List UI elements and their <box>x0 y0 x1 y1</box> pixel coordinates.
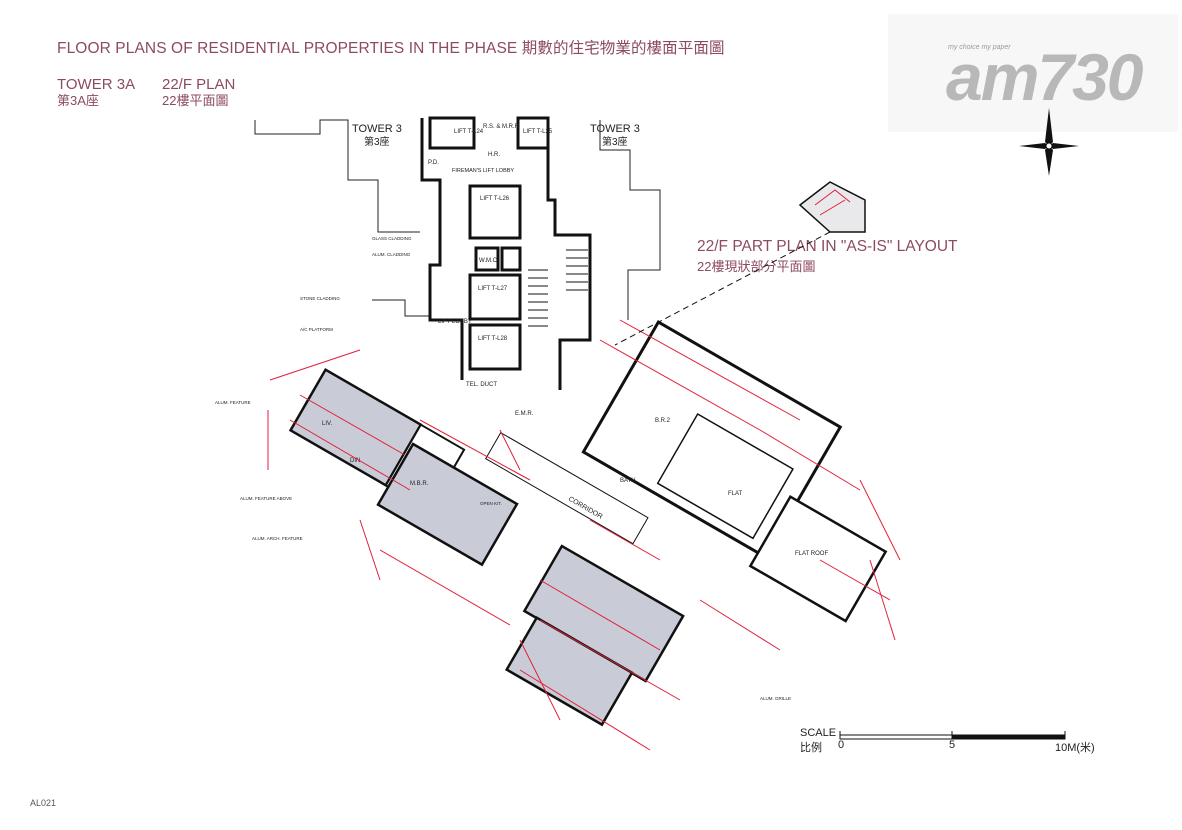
north-arrow-icon <box>1019 108 1079 176</box>
logo-wordmark: am730 <box>946 40 1144 114</box>
tower-name-en: TOWER 3A <box>57 76 136 93</box>
floor-name-en: 22/F PLAN <box>162 76 236 93</box>
scale-label-zh: 比例 <box>800 742 822 754</box>
flat-units <box>288 320 888 727</box>
tower-name-zh: 第3A座 <box>57 93 99 108</box>
floor-name-zh: 22樓平面圖 <box>162 93 229 108</box>
firemans-lobby-label: FIREMAN'S LIFT LOBBY <box>452 168 514 174</box>
scale-tick-0: 0 <box>838 739 845 751</box>
room-label-emr: E.M.R. <box>515 411 534 417</box>
annotation-ac-platform: A/C PLATFORM <box>300 327 333 332</box>
annotation-alum-feature-above: ALUM. FEATURE ABOVE <box>240 496 292 501</box>
room-label-rs-mrr: R.S. & M.R.R <box>483 124 520 130</box>
scale-tick-5: 5 <box>949 739 956 751</box>
room-label-flat-roof: FLAT ROOF <box>795 551 828 557</box>
corridor <box>485 431 649 545</box>
annotation-stone-cladding: STONE CLADDING <box>300 296 340 301</box>
room-label-br2: B.R.2 <box>655 418 671 424</box>
part-plan-title-zh: 22樓現狀部分平面圖 <box>697 259 816 274</box>
part-plan-inset <box>798 181 866 233</box>
annotation-alum-arch-feature: ALUM. ARCH. FEATURE <box>252 536 303 541</box>
core-walls <box>420 116 592 390</box>
lift-t-l26-label: LIFT T-L26 <box>480 196 510 202</box>
lift-t-l25-label: LIFT T-L25 <box>523 129 553 135</box>
annotation-alum-feature: ALUM. FEATURE <box>215 400 251 405</box>
tower3-right-label-zh: 第3座 <box>602 135 628 148</box>
scale-label-en: SCALE <box>800 727 837 739</box>
annotation-alum-cladding: ALUM. CLADDING <box>372 252 411 257</box>
stair-treads <box>528 249 588 327</box>
page-title: FLOOR PLANS OF RESIDENTIAL PROPERTIES IN… <box>57 40 725 57</box>
red-dimension-lines <box>267 319 901 751</box>
room-label-wmc: W.M.C <box>479 258 498 264</box>
scale-bar <box>839 731 1066 740</box>
newspaper-logo: am730 my choice my paper <box>888 14 1178 132</box>
tower3-left-label: TOWER 3 <box>352 123 402 135</box>
room-label-hr: H.R. <box>488 152 500 158</box>
lift-t-l24-label: LIFT T-L24 <box>454 129 484 135</box>
page-number: AL021 <box>30 798 57 808</box>
lift-lobby-label: LIFT LOBBY <box>438 319 472 325</box>
part-plan-title-en: 22/F PART PLAN IN "AS-IS" LAYOUT <box>697 238 958 255</box>
lift-t-l28-label: LIFT T-L28 <box>478 336 508 342</box>
tower3-left-label-zh: 第3座 <box>364 135 390 148</box>
room-label-bath: BATH <box>620 478 636 484</box>
logo-tagline: my choice my paper <box>948 44 1011 51</box>
scale-tick-10: 10M(米) <box>1055 742 1095 754</box>
room-label-tel-duct: TEL. DUCT <box>466 382 497 388</box>
room-label-mbr: M.B.R. <box>410 481 429 487</box>
room-label-pd: P.D. <box>428 160 439 166</box>
lift-t-l27-label: LIFT T-L27 <box>478 286 508 292</box>
part-plan-leader <box>614 231 831 346</box>
annotation-alum-grille: ALUM. GRILLE <box>760 696 791 701</box>
tower3-right-label: TOWER 3 <box>590 123 640 135</box>
room-label-flat: FLAT <box>728 491 743 497</box>
room-label-din: DIN. <box>350 458 362 464</box>
annotation-open-kit: OPEN KIT. <box>480 501 502 506</box>
annotation-glass-cladding: GLASS CLADDING <box>372 236 412 241</box>
room-labels: LIV. DIN. M.B.R. B.R.2 BATH FLAT FLAT RO… <box>322 124 828 557</box>
tower3-context-outline <box>254 119 661 320</box>
room-label-liv: LIV. <box>322 421 332 427</box>
cladding-annotations: GLASS CLADDING ALUM. CLADDING STONE CLAD… <box>215 236 791 701</box>
